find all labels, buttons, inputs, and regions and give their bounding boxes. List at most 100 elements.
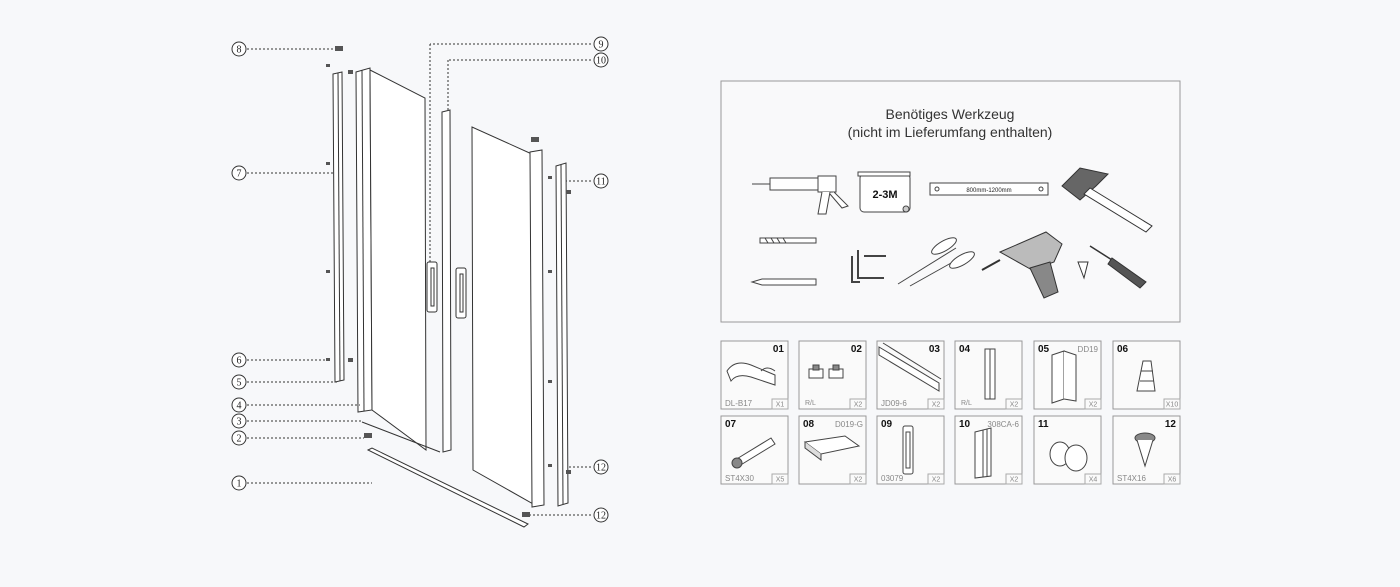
svg-text:10: 10 — [596, 56, 606, 67]
svg-text:6: 6 — [237, 356, 242, 367]
part-number: 02 — [851, 344, 863, 355]
svg-text:9: 9 — [599, 40, 604, 51]
part-qty: X2 — [932, 402, 941, 409]
part-card-10: 10 308CA-6X2 — [954, 415, 1023, 485]
part-number: 10 — [959, 419, 971, 430]
screwdriver-icon — [1077, 245, 1147, 289]
glass-door-left — [369, 69, 438, 451]
part-qty: X5 — [776, 477, 785, 484]
screw-markers — [326, 46, 571, 517]
callout-10: 10 — [593, 52, 609, 68]
part-qty: X6 — [1168, 477, 1177, 484]
part-code: DD19 — [1078, 345, 1099, 354]
part-code: DL-B17 — [725, 399, 753, 408]
part-card-02: 02R/L X2 — [798, 340, 867, 410]
spirit-level-icon: 800mm-1200mm — [929, 182, 1049, 196]
bottom-seal-left — [361, 421, 441, 453]
tools-panel: Benötiges Werkzeug (nicht im Lieferumfan… — [720, 80, 1181, 323]
callout-5: 5 — [231, 374, 247, 390]
callout-labels: 8 9 10 7 11 6 5 4 3 2 12 1 12 — [231, 36, 609, 523]
svg-text:7: 7 — [237, 169, 242, 180]
part-12-icon — [1134, 432, 1156, 468]
svg-text:8: 8 — [237, 45, 242, 56]
part-number: 12 — [1165, 419, 1177, 430]
wall-profile-left — [332, 71, 345, 383]
pencil-icon — [750, 278, 817, 286]
part-number: 04 — [959, 344, 971, 355]
part-qty: X2 — [1089, 402, 1098, 409]
callout-8: 8 — [231, 41, 247, 57]
part-qty: X10 — [1166, 402, 1179, 409]
callout-6: 6 — [231, 352, 247, 368]
wall-profile-right — [555, 162, 569, 507]
callout-1: 1 — [231, 475, 247, 491]
hinge-profile-right — [529, 149, 545, 508]
part-qty: X1 — [776, 402, 785, 409]
callout-12-top: 12 — [593, 459, 609, 475]
part-number: 01 — [773, 344, 785, 355]
part-07-icon — [731, 437, 776, 469]
svg-text:5: 5 — [237, 378, 242, 389]
power-drill-icon — [981, 231, 1063, 299]
part-code: ST4X16 — [1117, 474, 1146, 483]
part-side: R/L — [805, 400, 816, 407]
callout-11: 11 — [593, 173, 609, 189]
drill-bit-icon — [759, 237, 817, 244]
part-qty: X2 — [854, 477, 863, 484]
part-code: 308CA-6 — [987, 420, 1019, 429]
part-11-icon — [1049, 441, 1088, 472]
part-06-icon — [1136, 360, 1156, 392]
svg-text:12: 12 — [596, 463, 606, 474]
magnetic-seal — [441, 109, 452, 453]
part-08-icon — [803, 435, 861, 461]
part-number: 03 — [929, 344, 941, 355]
part-05-icon — [1051, 350, 1077, 404]
part-qty: X2 — [1010, 477, 1019, 484]
part-qty: X2 — [932, 477, 941, 484]
part-number: 11 — [1038, 419, 1049, 430]
part-qty: X2 — [854, 402, 863, 409]
part-code: JD09-6 — [881, 399, 907, 408]
svg-text:1: 1 — [237, 479, 242, 490]
callout-9: 9 — [593, 36, 609, 52]
part-number: 07 — [725, 419, 737, 430]
callout-4: 4 — [231, 397, 247, 413]
hex-keys-icon — [851, 250, 886, 283]
svg-text:12: 12 — [596, 511, 606, 522]
part-number: 05 — [1038, 344, 1050, 355]
part-side: R/L — [961, 400, 972, 407]
svg-text:2: 2 — [237, 434, 242, 445]
part-10-icon — [974, 427, 992, 479]
exploded-view — [247, 43, 591, 528]
part-04-icon — [984, 348, 996, 400]
part-number: 09 — [881, 419, 893, 430]
scissors-icon — [897, 237, 975, 287]
callout-2: 2 — [231, 430, 247, 446]
part-code: ST4X30 — [725, 474, 754, 483]
callout-12-bottom: 12 — [593, 507, 609, 523]
part-number: 06 — [1117, 344, 1129, 355]
callout-3: 3 — [231, 413, 247, 429]
part-09-icon — [902, 425, 914, 475]
glass-door-right — [455, 126, 536, 506]
part-01-icon — [726, 362, 776, 386]
svg-text:2-3M: 2-3M — [872, 189, 897, 201]
part-03-icon — [878, 342, 942, 392]
part-02-icon — [808, 364, 844, 379]
leader-lines — [247, 43, 591, 516]
part-number: 08 — [803, 419, 815, 430]
tape-measure-icon: 2-3M — [857, 171, 911, 213]
svg-text:4: 4 — [237, 401, 242, 412]
callout-7: 7 — [231, 165, 247, 181]
caulking-gun-icon — [752, 175, 849, 215]
bottom-threshold — [366, 447, 529, 528]
